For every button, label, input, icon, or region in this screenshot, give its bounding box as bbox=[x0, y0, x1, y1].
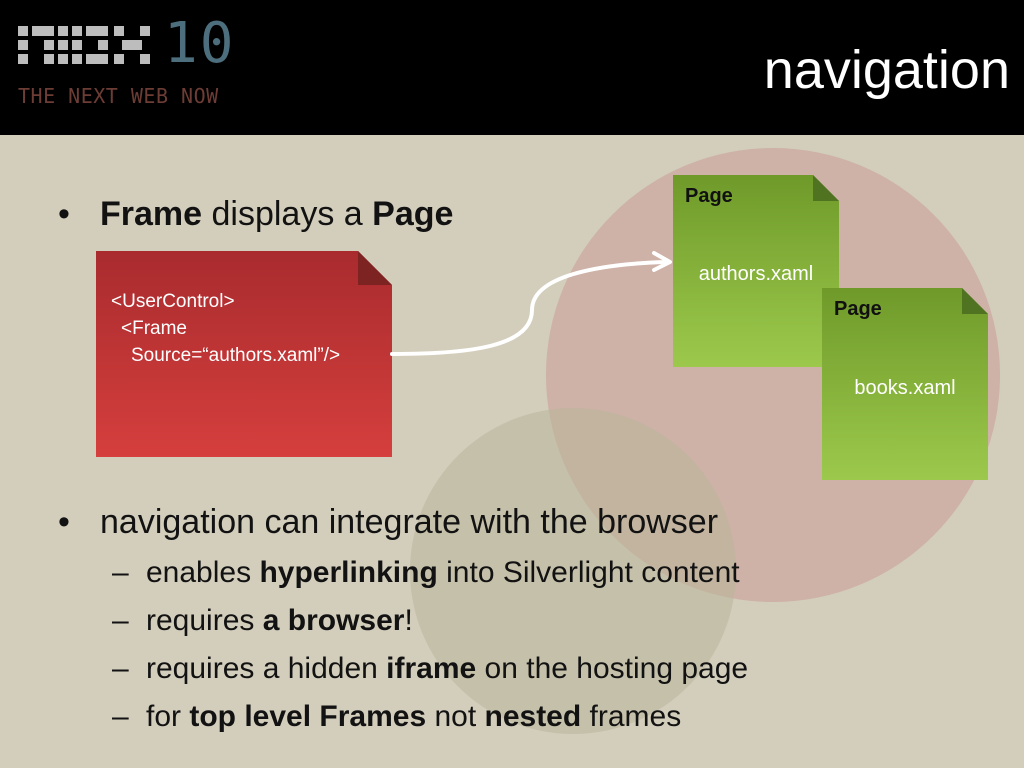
subbullet-text-normal: into Silverlight content bbox=[437, 556, 740, 589]
subbullet-text-normal: on the hosting page bbox=[476, 652, 749, 685]
subbullet-marker: – bbox=[112, 700, 129, 733]
logo-number: 10 bbox=[164, 11, 236, 76]
subbullet-marker: – bbox=[112, 556, 129, 589]
bullet-text: Frame displays a Page bbox=[100, 194, 453, 234]
bullet-text-bold: Frame bbox=[100, 195, 203, 233]
subbullet-text-bold: hyperlinking bbox=[259, 556, 438, 589]
subbullet-text: enables hyperlinking into Silverlight co… bbox=[146, 555, 740, 591]
subbullet-text-normal: not bbox=[426, 700, 485, 733]
subbullet-text-bold: iframe bbox=[386, 652, 477, 685]
subbullet-marker: – bbox=[112, 652, 129, 685]
subbullet-text-normal: frames bbox=[581, 700, 682, 733]
bullet-text: navigation can integrate with the browse… bbox=[100, 503, 719, 541]
page-filename: books.xaml bbox=[854, 377, 956, 399]
mix-logo-icon bbox=[18, 26, 150, 64]
subbullet-text-normal: requires bbox=[146, 604, 263, 637]
bullet-marker: • bbox=[58, 503, 70, 541]
subbullet-text: requires a browser! bbox=[146, 603, 413, 639]
page-document-books: Page books.xaml bbox=[822, 288, 988, 480]
document-shape bbox=[822, 288, 988, 480]
page-heading: Page bbox=[685, 185, 733, 207]
subbullet-text-normal: requires a hidden bbox=[146, 652, 387, 685]
bullet-marker: • bbox=[58, 195, 70, 233]
subbullet-text-normal: enables bbox=[146, 556, 260, 589]
bullet-text-bold: Page bbox=[372, 195, 454, 233]
subbullet-text-normal: for bbox=[146, 700, 190, 733]
navigation-arrow bbox=[390, 251, 672, 356]
code-line: <Frame bbox=[121, 318, 187, 339]
document-shape bbox=[96, 251, 392, 457]
subbullet-marker: – bbox=[112, 604, 129, 637]
decorative-circle-olive bbox=[410, 408, 736, 734]
page-filename: authors.xaml bbox=[698, 263, 814, 285]
code-line: Source=“authors.xaml”/> bbox=[131, 345, 341, 366]
page-heading: Page bbox=[834, 298, 882, 320]
bullet-text-normal: displays a bbox=[202, 195, 373, 233]
subbullet-text-bold: nested bbox=[484, 700, 582, 733]
logo-tagline: THE NEXT WEB NOW bbox=[18, 84, 219, 108]
subbullet-text: for top level Frames not nested frames bbox=[146, 699, 681, 735]
subbullet-text-bold: top level Frames bbox=[189, 700, 427, 733]
usercontrol-document: <UserControl> <Frame Source=“authors.xam… bbox=[96, 251, 392, 457]
code-line: <UserControl> bbox=[111, 291, 235, 312]
document-shape bbox=[673, 175, 839, 367]
title-bar: 10 THE NEXT WEB NOW navigation bbox=[0, 0, 1024, 135]
slide-title: navigation bbox=[763, 40, 1010, 100]
subbullet-text-normal: ! bbox=[404, 604, 413, 637]
subbullet-text: requires a hidden iframe on the hosting … bbox=[146, 651, 748, 687]
subbullet-text-bold: a browser bbox=[262, 604, 405, 637]
page-document-authors: Page authors.xaml bbox=[673, 175, 839, 367]
